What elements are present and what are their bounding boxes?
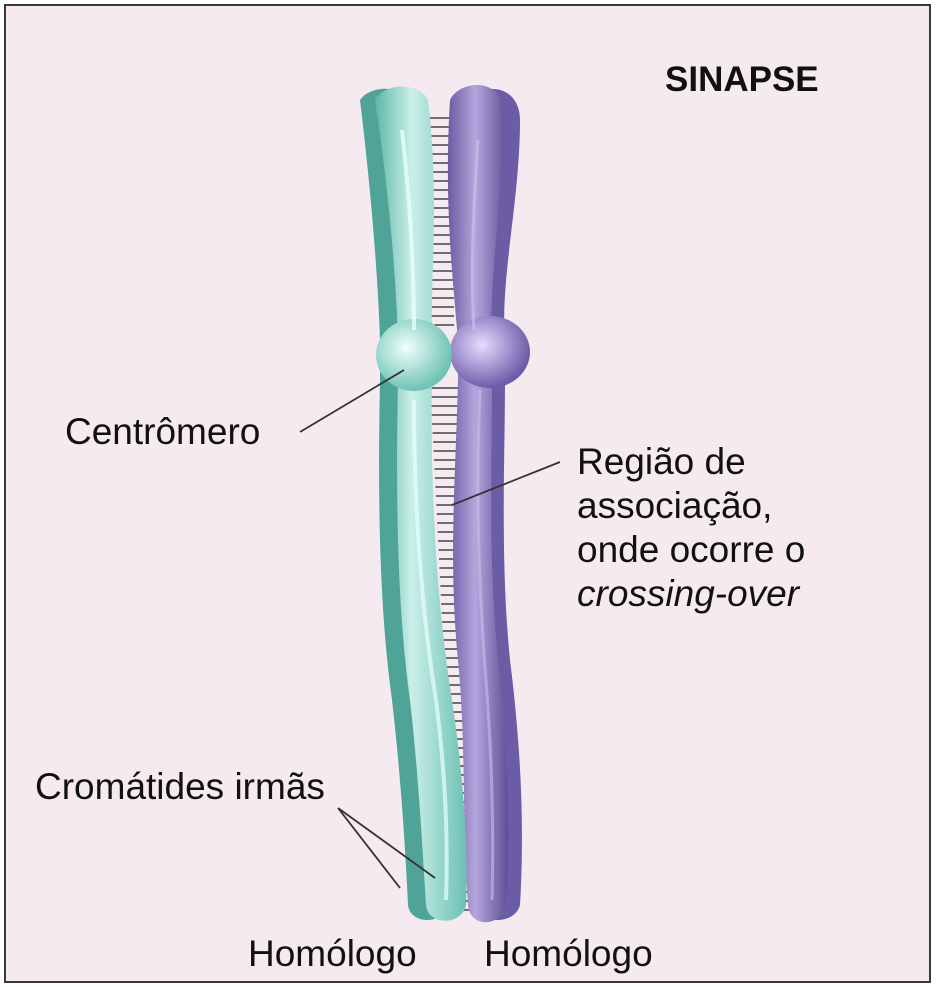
sister-pointer-1: [338, 808, 400, 888]
association-region-label: Região de associação, onde ocorre o cros…: [577, 440, 805, 616]
sister-chromatids-label: Cromátides irmãs: [35, 765, 325, 809]
homolog-label-right: Homólogo: [484, 932, 653, 976]
association-label-line-2: associação,: [577, 484, 805, 528]
centromere-label: Centrômero: [65, 410, 260, 454]
association-label-line-3: onde ocorre o: [577, 528, 805, 572]
homolog-label-left: Homólogo: [248, 932, 417, 976]
purple-centromere: [450, 316, 530, 388]
diagram-title: SINAPSE: [665, 58, 819, 102]
association-label-line-1: Região de: [577, 440, 805, 484]
association-label-line-4: crossing-over: [577, 572, 805, 616]
